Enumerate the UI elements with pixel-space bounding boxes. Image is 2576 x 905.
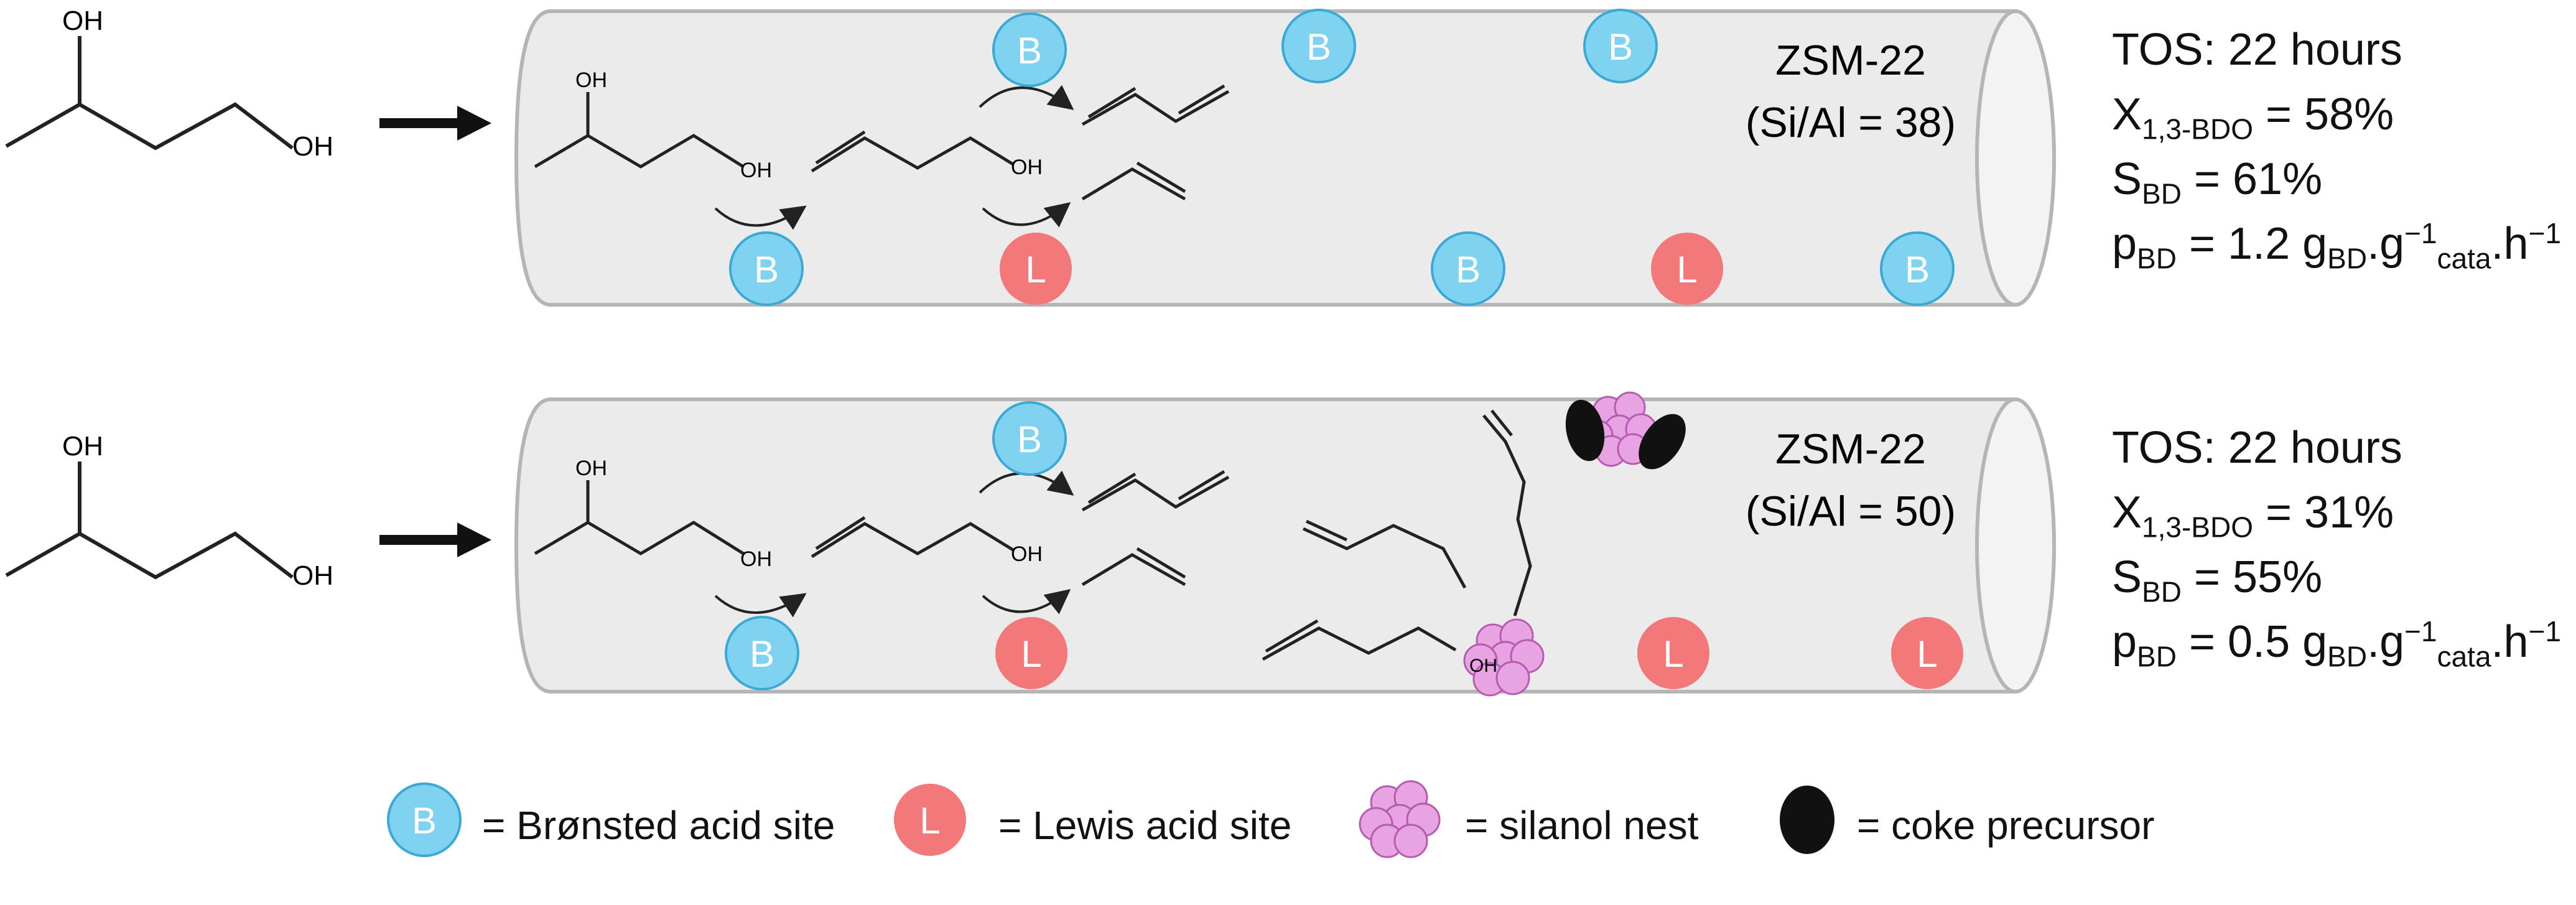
legend-bronsted-icon: B [387,782,462,857]
productivity-line: pBD = 0.5 gBD.g−1cata.h−1 [2112,615,2562,673]
legend-coke-label: = coke precursor [1857,803,2155,848]
oh-label: OH [575,457,607,480]
conversion-line: X1,3-BDO = 58% [2112,90,2394,146]
lewis-site: L [1637,617,1709,689]
butadiene-1 [1081,84,1230,126]
reactant-molecule-1: OH OH [5,6,333,162]
svg-text:B: B [1905,249,1930,290]
svg-text:B: B [1456,249,1481,290]
feed-arrow-2 [379,522,491,557]
svg-text:B: B [1017,419,1042,460]
legend: B L [387,780,1834,858]
legend-silanol-icon [1359,780,1441,858]
reaction-arrow [979,85,1074,110]
bdo-in-pore-2: OH OH [534,457,772,571]
reactant-molecule-2: OH OH [5,431,333,591]
conversion-line: X1,3-BDO = 31% [2112,488,2394,544]
oh-label: OH [740,547,772,571]
propene-2 [1081,547,1186,587]
butenol-2: OH [811,516,1043,566]
svg-text:L: L [1676,249,1697,290]
legend-silanol-label: = silanol nest [1465,803,1699,848]
bronsted-site: B [1281,9,1356,83]
selectivity-line: SBD = 55% [2112,552,2323,608]
productivity-line: pBD = 1.2 gBD.g−1cata.h−1 [2112,217,2562,275]
reaction-arrow [714,205,807,230]
oh-label: OH [1011,542,1043,566]
legend-bronsted-label: = Brønsted acid site [482,803,835,848]
oh-label: OH [1011,155,1043,179]
oh-label: OH [292,560,333,591]
bronsted-site: B [1880,231,1955,306]
bronsted-site: B [725,616,799,690]
oh-label: OH [575,68,607,92]
reaction-arrow [714,593,807,618]
tos-text: TOS: 22 hours [2112,423,2402,473]
legend-lewis-label: = Lewis acid site [998,803,1292,848]
selectivity-line: SBD = 61% [2112,154,2323,210]
butadiene-2 [1081,470,1230,512]
bronsted-site: B [729,231,804,306]
stats-panel-2: TOS: 22 hours X1,3-BDO = 31% SBD = 55% p… [2112,415,2561,674]
propene-1 [1081,161,1186,201]
oh-label: OH [62,6,103,36]
legend-lewis-icon: L [894,784,966,856]
stats-panel-1: TOS: 22 hours X1,3-BDO = 58% SBD = 61% p… [2112,17,2561,276]
tos-text: TOS: 22 hours [2112,25,2402,75]
svg-text:B: B [412,800,437,842]
grafted-chains [1262,409,1532,661]
bronsted-site: B [1583,9,1658,83]
svg-text:B: B [1017,30,1042,72]
silanol-nest: OH [1463,618,1545,697]
oh-label: OH [62,431,103,462]
oh-label: OH [292,131,333,162]
bdo-in-pore-1: OH OH [534,68,772,182]
svg-text:B: B [1306,26,1331,68]
bronsted-site: B [992,401,1067,476]
bronsted-site: B [992,12,1067,87]
svg-text:L: L [919,800,940,842]
lewis-site: L [1891,617,1963,689]
zeolite-channel-1 [514,9,2056,307]
legend-coke-icon [1780,786,1834,854]
panel-1: OH OH OH OH OH [5,6,2056,307]
zeolite-channel-2 [514,397,2056,694]
oh-label: OH [740,159,772,182]
coke-precursor [1565,399,1605,462]
oh-label: OH [1469,656,1497,676]
zeolite-label: ZSM-22 [1775,37,1926,84]
reaction-arrow [982,202,1071,228]
reaction-arrow [982,589,1071,615]
lewis-site: L [1651,233,1723,305]
svg-text:L: L [1021,633,1041,675]
svg-text:B: B [754,249,779,290]
si-al-ratio-label: (Si/Al = 50) [1746,488,1956,535]
svg-text:B: B [1608,26,1633,68]
coke-precursor [1639,414,1686,470]
butenol-1: OH [811,130,1043,179]
si-al-ratio-label: (Si/Al = 38) [1746,99,1956,146]
zeolite-label: ZSM-22 [1775,425,1926,473]
svg-text:L: L [1663,633,1683,675]
feed-arrow-1 [379,106,491,141]
svg-text:L: L [1917,633,1937,675]
panel-2: OH OH OH OH OH [5,391,2056,697]
bronsted-site: B [1431,231,1505,306]
svg-text:B: B [750,633,774,675]
svg-text:L: L [1025,249,1046,290]
lewis-site: L [995,617,1067,689]
lewis-site: L [1000,233,1072,305]
